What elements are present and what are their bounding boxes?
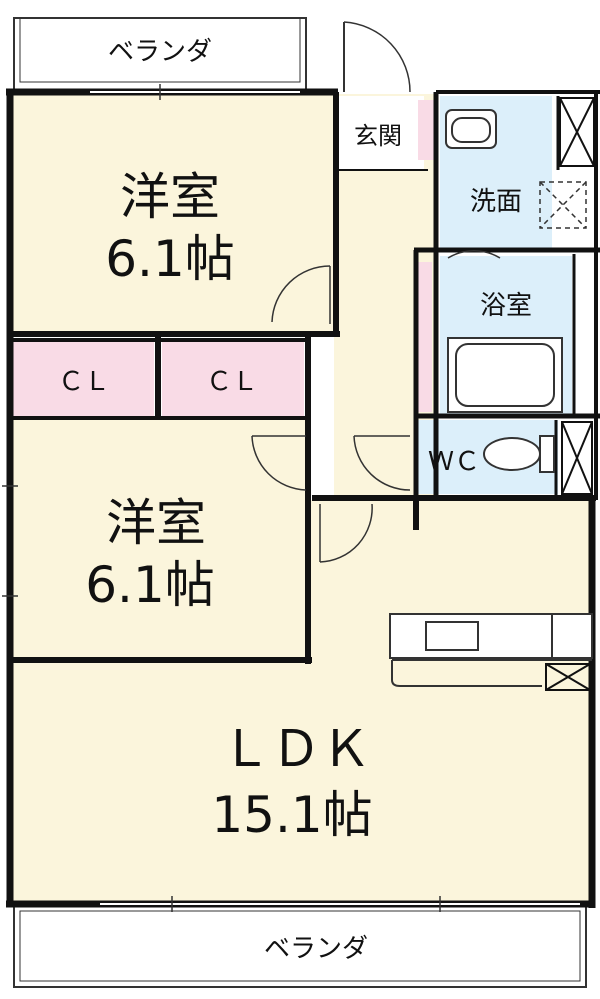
entrance-door bbox=[343, 21, 411, 93]
hall-pink-strip-2 bbox=[418, 262, 432, 412]
washroom-label: 洗面 bbox=[470, 187, 522, 217]
closet2-label: ＣＬ bbox=[206, 367, 258, 397]
balcony-top: ベランダ bbox=[13, 17, 307, 91]
wc-label: ＷＣ bbox=[428, 447, 480, 477]
window-marks bbox=[2, 84, 580, 912]
ldk-name: ＬＤＫ bbox=[221, 720, 371, 778]
toilet-icon bbox=[483, 435, 555, 473]
hall-pink-strip bbox=[418, 100, 436, 160]
ldk-size: 15.1帖 bbox=[211, 786, 372, 844]
ldk-lower-area bbox=[12, 660, 592, 902]
closet1-area bbox=[12, 342, 154, 416]
storage-x-icon bbox=[545, 97, 595, 691]
balcony-top-label: ベランダ bbox=[108, 37, 212, 67]
balcony-bottom-label: ベランダ bbox=[264, 934, 368, 964]
bedroom1-area bbox=[12, 94, 334, 332]
bedroom2-name: 洋室 bbox=[106, 494, 206, 552]
bedroom2-size: 6.1帖 bbox=[85, 556, 215, 614]
washing-machine-icon bbox=[539, 181, 587, 229]
bedroom1-size: 6.1帖 bbox=[105, 230, 235, 288]
entrance-label: 玄関 bbox=[354, 122, 402, 150]
bathtub-icon bbox=[447, 337, 563, 413]
bedroom1-name: 洋室 bbox=[120, 168, 220, 226]
closet2-area bbox=[162, 342, 304, 416]
closet1-label: ＣＬ bbox=[58, 367, 110, 397]
entrance-area bbox=[338, 96, 424, 170]
bath-label: 浴室 bbox=[480, 291, 532, 321]
balcony-bottom: ベランダ bbox=[13, 904, 587, 988]
kitchen-counter-icon bbox=[389, 613, 593, 687]
sink-icon bbox=[445, 109, 497, 149]
door-swing-icon bbox=[251, 249, 501, 563]
